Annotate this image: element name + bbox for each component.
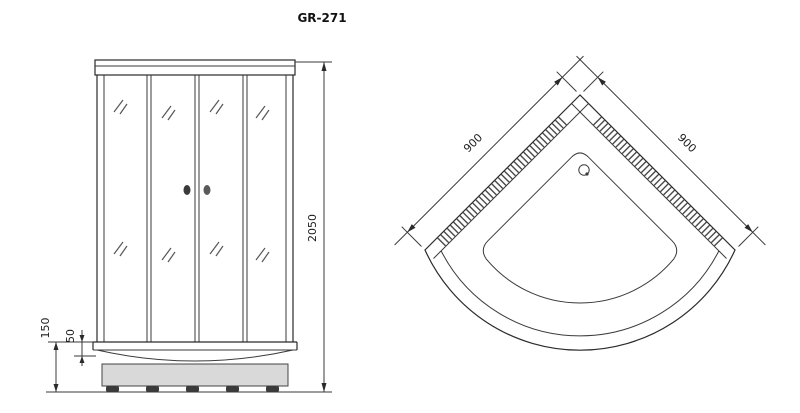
dimension-total-height: 2050 — [295, 61, 332, 392]
glass-reflection-marks — [113, 99, 270, 263]
plan-view: 900 900 — [394, 55, 766, 351]
tray-feet — [106, 386, 279, 392]
dimension-left-side: 900 — [394, 55, 584, 247]
dim-left-side-label: 900 — [461, 131, 485, 155]
tray-basin-outline — [482, 152, 678, 304]
frame-posts — [96, 75, 294, 342]
model-label: GR-271 — [297, 11, 346, 25]
tray-outer-outline — [424, 94, 736, 351]
tray-apron-curve — [96, 349, 294, 362]
dim-tray-height-label: 150 — [39, 318, 52, 339]
door-handle-right — [203, 185, 211, 195]
dimension-tray-step: 50 — [64, 329, 96, 366]
tray-rim-arc — [440, 250, 720, 337]
dim-total-height-label: 2050 — [306, 214, 319, 242]
dim-tray-step-label: 50 — [64, 329, 77, 343]
top-frame-rail — [94, 59, 296, 76]
shower-tray-front — [92, 341, 298, 392]
tray-base-skirt — [101, 363, 289, 387]
drain-marker — [578, 164, 590, 176]
dim-right-side-label: 900 — [675, 131, 699, 155]
front-view: GR-271 — [39, 11, 347, 393]
glass-panel-dividers — [146, 75, 248, 342]
dimension-tray-height: 150 — [39, 318, 93, 392]
door-handle-left — [183, 185, 191, 195]
dimension-right-side: 900 — [576, 55, 766, 247]
inner-wall-lines — [433, 103, 727, 259]
